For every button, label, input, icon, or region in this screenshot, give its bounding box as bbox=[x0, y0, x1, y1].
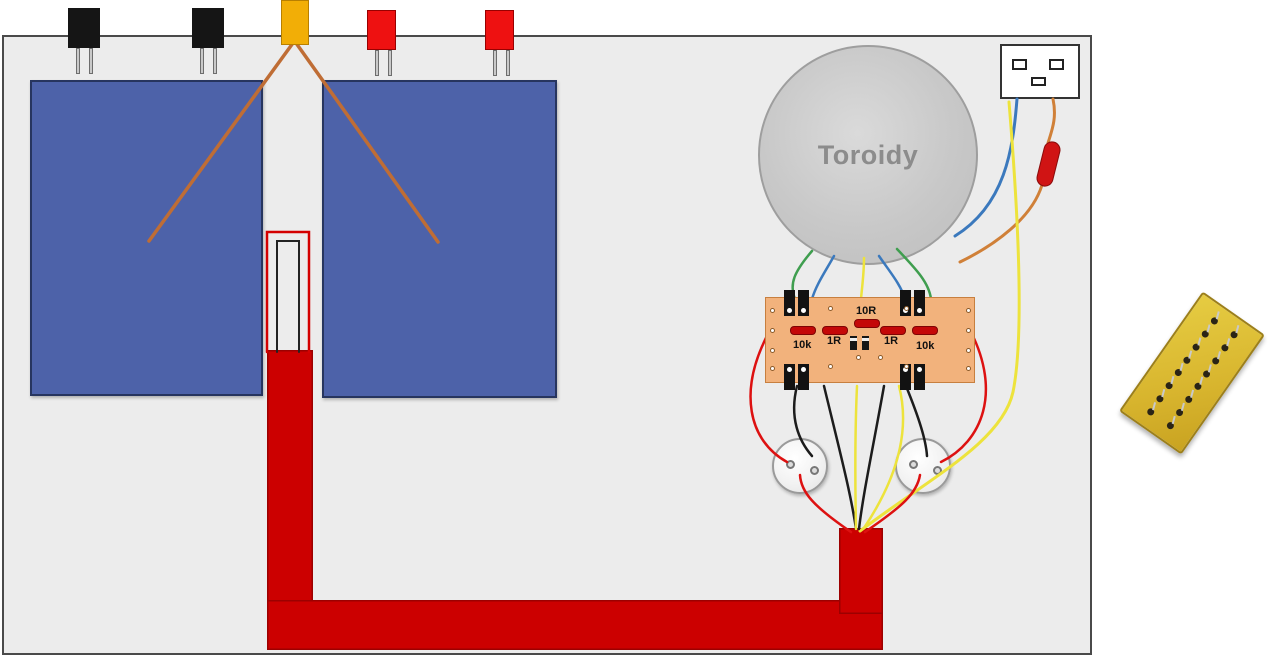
transistor bbox=[914, 364, 925, 390]
iec-pin-right bbox=[1049, 59, 1064, 70]
solder-pad bbox=[966, 328, 971, 333]
resistor-label: 10R bbox=[856, 305, 877, 317]
pin bbox=[1165, 420, 1176, 430]
diode bbox=[862, 336, 869, 350]
connector-pin bbox=[375, 50, 379, 76]
solder-pad bbox=[828, 364, 833, 369]
connector-pin bbox=[213, 48, 217, 74]
pin bbox=[1145, 406, 1156, 417]
diode bbox=[850, 336, 857, 350]
amplifier-board-left bbox=[30, 80, 263, 396]
resistor-label: 10k bbox=[793, 339, 812, 351]
connector-pin bbox=[388, 50, 392, 76]
solder-pad bbox=[770, 348, 775, 353]
output-socket-right bbox=[895, 438, 951, 494]
bus-bar-riser bbox=[839, 528, 883, 614]
solder-pad bbox=[966, 348, 971, 353]
resistor bbox=[912, 326, 938, 335]
connector-pin bbox=[493, 50, 497, 76]
solder-pad bbox=[966, 366, 971, 371]
resistor-label: 1R bbox=[884, 335, 899, 347]
solder-pad bbox=[878, 355, 883, 360]
resistor bbox=[790, 326, 816, 335]
bus-bar-bottom bbox=[267, 600, 883, 650]
resistor bbox=[880, 326, 906, 335]
transistor bbox=[798, 290, 809, 316]
socket-pin bbox=[909, 460, 918, 469]
transistor bbox=[784, 290, 795, 316]
solder-pad bbox=[770, 366, 775, 371]
toroid-label: Toroidy bbox=[817, 139, 919, 170]
resistor-label: 1R bbox=[827, 335, 842, 347]
resistor-label: 10k bbox=[916, 340, 935, 352]
connector-body bbox=[485, 10, 514, 50]
transistor bbox=[798, 364, 809, 390]
toroid-transformer: Toroidy bbox=[758, 45, 978, 265]
transistor bbox=[914, 290, 925, 316]
socket-pin bbox=[810, 466, 819, 475]
resistor bbox=[854, 319, 880, 328]
iec-pin-left bbox=[1012, 59, 1027, 70]
solder-pad bbox=[828, 306, 833, 311]
solder-pad bbox=[770, 308, 775, 313]
resistor bbox=[822, 326, 848, 335]
socket-pin bbox=[786, 460, 795, 469]
connector-body bbox=[192, 8, 224, 48]
transistor bbox=[784, 364, 795, 390]
connector-body bbox=[367, 10, 396, 50]
solder-pad bbox=[856, 355, 861, 360]
solder-pad bbox=[904, 306, 909, 311]
connector-pin bbox=[76, 48, 80, 74]
connector-pin bbox=[89, 48, 93, 74]
iec-ground-pin bbox=[1031, 77, 1046, 86]
connector-body bbox=[68, 8, 100, 48]
iec-power-inlet bbox=[1000, 44, 1080, 99]
connector-pin bbox=[200, 48, 204, 74]
amplifier-board-right bbox=[322, 80, 557, 398]
output-socket-left bbox=[772, 438, 828, 494]
transistor bbox=[900, 290, 911, 316]
driver-pcb: 10k 1R 10R 1R 10k bbox=[765, 290, 975, 390]
solder-pad bbox=[904, 364, 909, 369]
socket-pin bbox=[933, 466, 942, 475]
connector-pin bbox=[506, 50, 510, 76]
solder-pad bbox=[770, 328, 775, 333]
connector-body bbox=[281, 0, 309, 45]
solder-pad bbox=[966, 308, 971, 313]
yellow-pin-board bbox=[1119, 291, 1265, 455]
